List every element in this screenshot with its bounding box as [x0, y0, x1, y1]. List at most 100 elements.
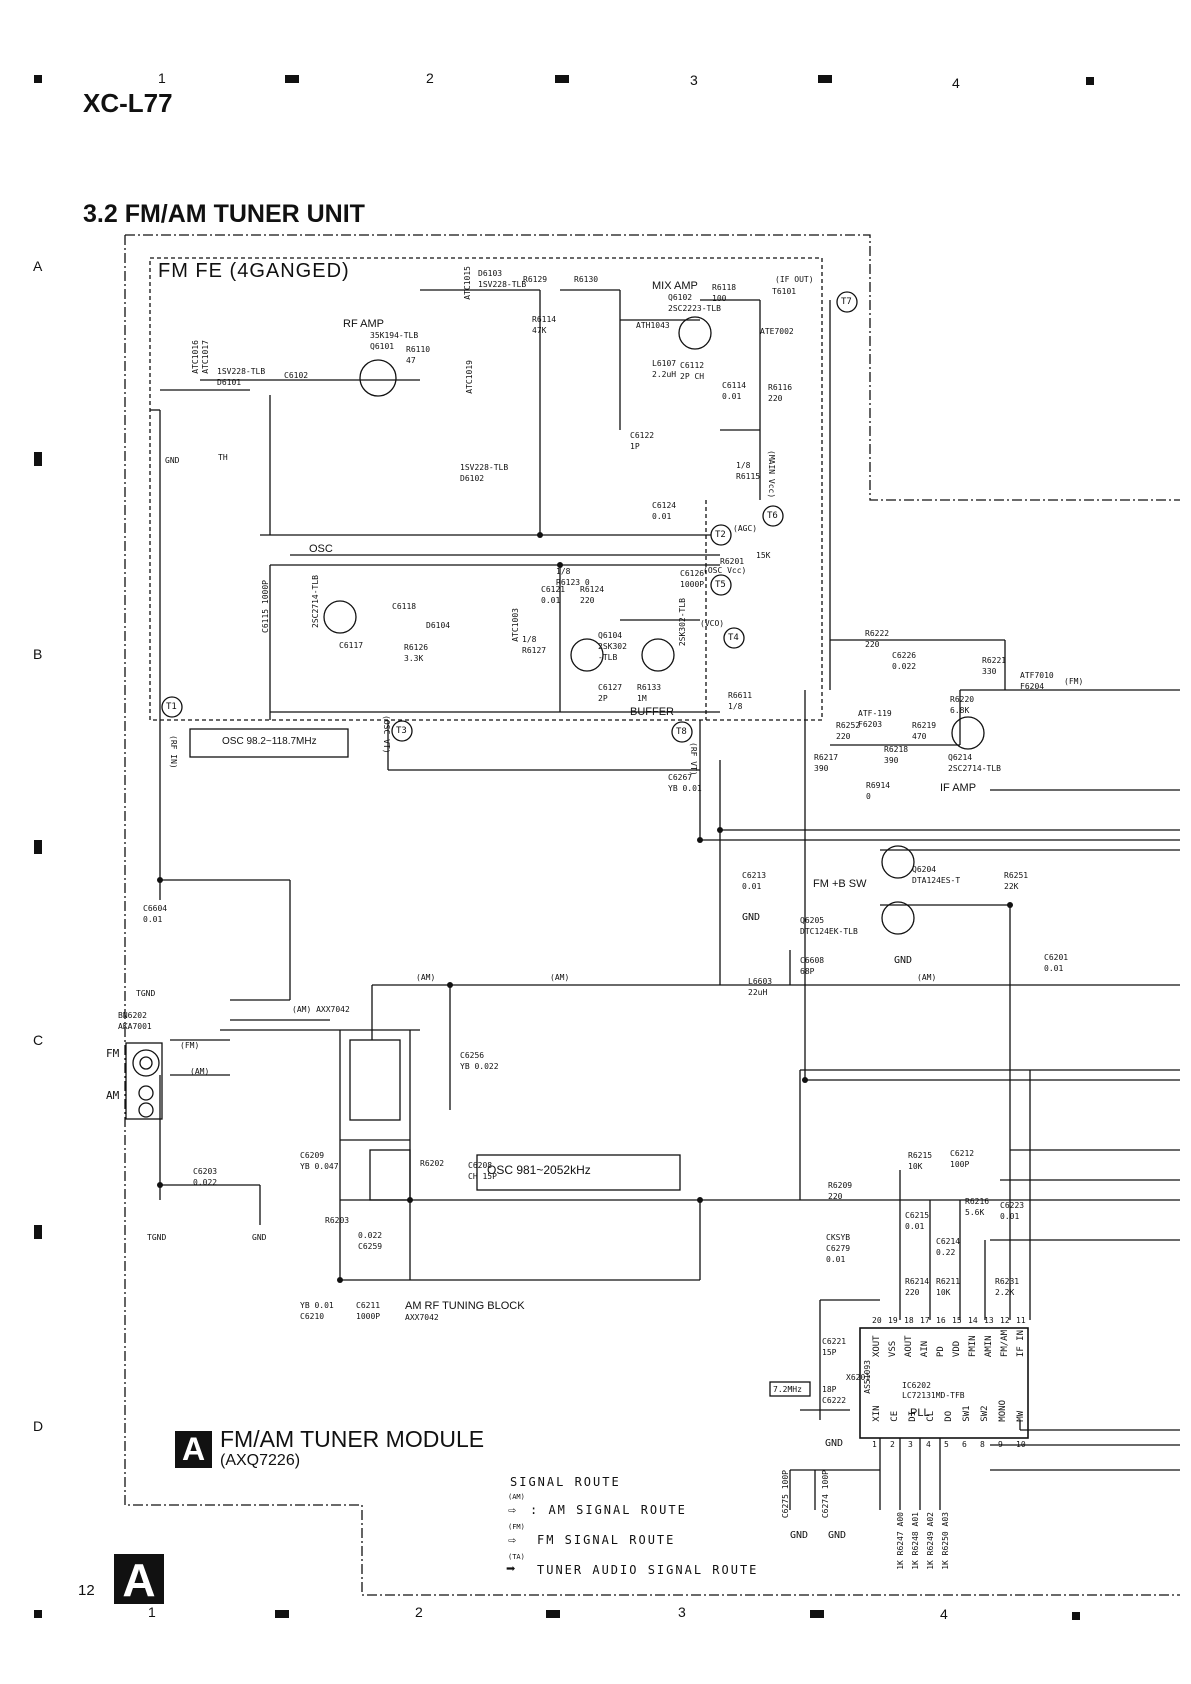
ic-pin-label: AIN: [920, 1340, 930, 1358]
r6203-label: R6203: [325, 1216, 350, 1225]
registration-mark: [1086, 77, 1094, 85]
registration-mark: [34, 75, 42, 83]
grid-col-label: 4: [940, 1606, 948, 1622]
r6218-label: R6218 390: [884, 745, 909, 765]
ic-pin-number: 17: [920, 1316, 930, 1325]
atc1015-label: ATC1015: [463, 266, 472, 300]
fm-b-sw-label: FM +B SW: [813, 878, 867, 890]
r6130-label: R6130: [574, 275, 599, 284]
am-rf-block-part: AXX7042: [405, 1313, 439, 1322]
grid-col-label: 2: [415, 1604, 423, 1620]
registration-mark: [34, 1225, 42, 1239]
ic-pin-numbers-top: 20 19 18 17 16 15 14 13 12 11: [872, 1316, 1030, 1325]
ic-pin-number: 10: [1016, 1440, 1026, 1449]
r6114-label: R6114 47K: [532, 315, 557, 335]
ic-pin-number: 20: [872, 1316, 882, 1325]
ic-pin-label: VSS: [888, 1340, 898, 1358]
c6126-label: C6126 1000P: [680, 569, 705, 589]
c6102-label: C6102: [284, 371, 309, 380]
osc-label: OSC: [309, 543, 333, 555]
atc1003-label: ATC1003: [511, 608, 520, 642]
c6122-label: C6122 1P: [630, 431, 655, 451]
ic-pin-number: 13: [984, 1316, 994, 1325]
ic-pin-label: XIN: [872, 1405, 882, 1422]
r6221-label: R6221 330: [982, 656, 1007, 676]
q6204-label: Q6204 DTA124ES-T: [912, 865, 961, 885]
ic-pin-label: FM/AM: [1000, 1330, 1010, 1358]
c6279-label: CKSYB C6279 0.01: [826, 1233, 851, 1264]
l6107-label: L6107 2.2uH: [652, 359, 677, 379]
c6118-label: C6118: [392, 602, 417, 611]
r6248-label: 1K R6248 A01: [911, 1512, 920, 1570]
r6250-label: 1K R6250 A03: [941, 1512, 950, 1570]
atc1019-label: ATC1019: [465, 360, 474, 394]
th-label: TH: [218, 453, 228, 462]
c6223-label: C6223 0.01: [1000, 1201, 1025, 1221]
ic-pin-number: 9: [998, 1440, 1003, 1449]
c6201-label: C6201 0.01: [1044, 953, 1069, 973]
c6221-label: C6221 15P: [822, 1337, 847, 1357]
rf-vt-tag: (RF VT): [689, 742, 698, 776]
q6105-label: 2SK302-TLB: [678, 598, 687, 647]
c6226-label: C6226 0.022: [892, 651, 917, 671]
15k-tag: 15K: [756, 551, 771, 560]
registration-mark: [34, 1610, 42, 1618]
registration-mark: [1072, 1612, 1080, 1620]
c6208-label: C6208 CH 15P: [468, 1161, 497, 1181]
registration-mark: [818, 75, 832, 83]
c6211-label: C6211 1000P: [356, 1301, 381, 1321]
am-jack-label: AM: [106, 1089, 120, 1102]
q6102-label: Q6102 2SC2223-TLB: [668, 293, 721, 313]
c6215-label: C6215 0.01: [905, 1211, 930, 1231]
ic-pin-label: PD: [936, 1346, 946, 1358]
ic-pin-label: SW1: [962, 1405, 972, 1422]
module-part: (AXQ7226): [220, 1452, 301, 1469]
gnd-label: GND: [165, 456, 180, 465]
r6914-label: R6914 0: [866, 781, 891, 801]
agc-tag: (AGC): [733, 524, 758, 533]
registration-mark: [810, 1610, 824, 1618]
osc-fm-range: OSC 98.2~118.7MHz: [222, 736, 317, 747]
grid-row-label: D: [33, 1418, 44, 1434]
osc-am-range: OSC 981~2052kHz: [487, 1163, 591, 1177]
r6252-label: R6252 220: [836, 721, 861, 741]
r6127-label: 1/8 R6127: [522, 635, 547, 655]
r6611-label: R6611 1/8: [728, 691, 753, 711]
ic-pins-bottom: XIN CE DI CL DO SW1 SW2 MONO MW: [872, 1400, 1030, 1422]
gnd-label: GND: [894, 955, 913, 966]
ic-pin-label: AMIN: [984, 1335, 994, 1358]
ic-pin-label: CL: [926, 1410, 936, 1422]
if-out-label: (IF OUT): [775, 275, 814, 284]
ic-pin-number: 2: [890, 1440, 895, 1449]
fm-tag: (FM): [180, 1041, 200, 1050]
ic-pin-label: VDD: [952, 1340, 962, 1358]
registration-mark: [285, 75, 299, 83]
ic-pin-number: 19: [888, 1316, 898, 1325]
c6256-label: C6256 YB 0.022: [460, 1051, 499, 1071]
test-point-label: T1: [166, 702, 177, 712]
t6101-label: T6101: [772, 287, 797, 296]
test-point-label: T8: [676, 727, 687, 737]
ic-part: LC72131MD-TFB: [902, 1391, 965, 1400]
xtal-freq: 7.2MHz: [773, 1385, 802, 1394]
test-point-label: T5: [715, 580, 726, 590]
ic-pin-number: 8: [980, 1440, 985, 1449]
arrow-outline-icon: ⇨: [508, 1533, 516, 1548]
mix-amp-label: MIX AMP: [652, 280, 698, 292]
c6115-label: C6115 1000P: [261, 580, 270, 633]
legend-tag-fm: (FM): [508, 1523, 525, 1531]
gnd-label: GND: [825, 1438, 844, 1449]
x6201-label: X6201: [846, 1373, 871, 1382]
gnd-label: GND: [790, 1530, 809, 1541]
ic-pin-number: 16: [936, 1316, 946, 1325]
legend-label-am: : AM SIGNAL ROUTE: [530, 1503, 687, 1517]
fm-tag: (FM): [1064, 677, 1084, 686]
c6214-label: C6214 0.22: [936, 1237, 961, 1257]
buffer-label: BUFFER: [630, 706, 674, 718]
as51093-label: AS51093: [863, 1360, 872, 1394]
grid-col-label: 4: [952, 75, 960, 91]
module-badge: A: [175, 1431, 212, 1468]
registration-mark: [34, 452, 42, 466]
r6123-label: 1/8 R6123 0: [556, 567, 590, 587]
atf119-label: ATF-119 F6203: [858, 709, 892, 729]
